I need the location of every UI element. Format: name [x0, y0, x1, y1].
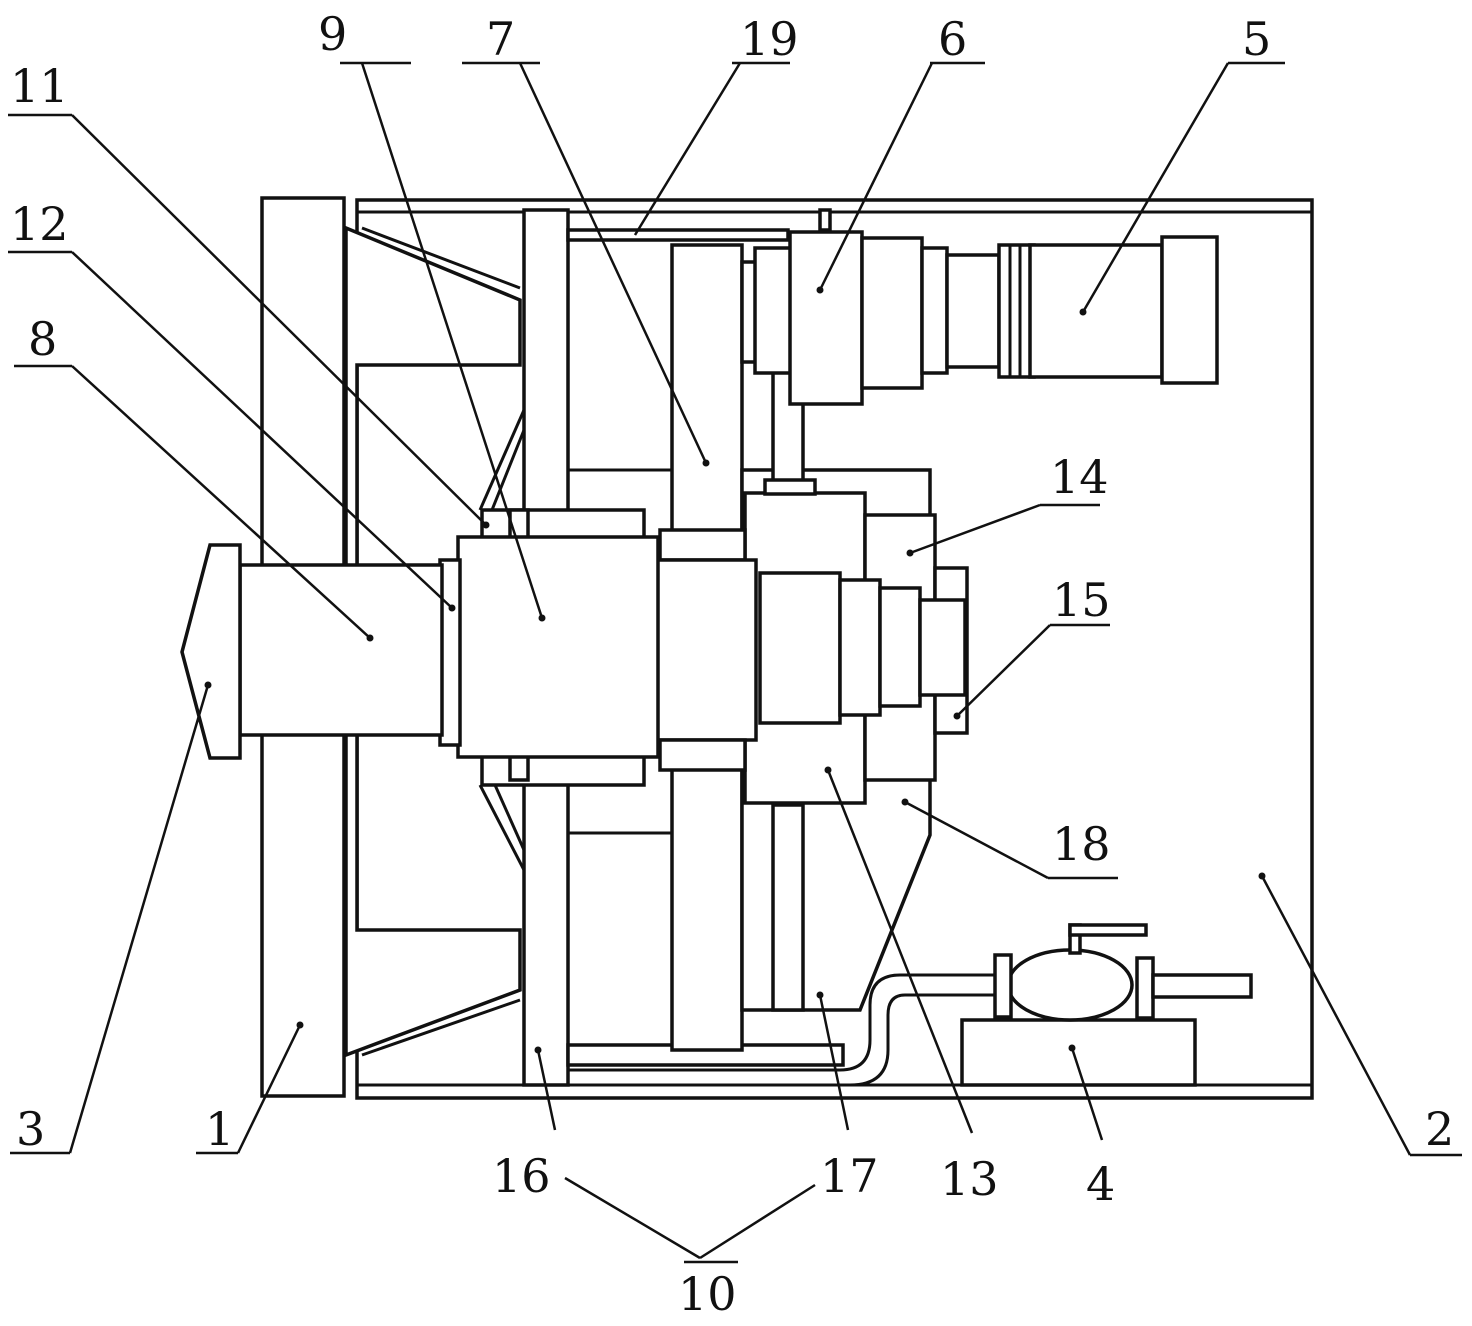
- motor-5: [997, 235, 1219, 385]
- label-15: 15: [1052, 573, 1111, 627]
- label-19: 19: [740, 12, 799, 66]
- label-7: 7: [486, 12, 515, 66]
- label-11: 11: [10, 59, 69, 113]
- stepped-shaft: [758, 571, 967, 725]
- rail-19: [566, 208, 832, 242]
- label-10: 10: [678, 1267, 737, 1321]
- label-13: 13: [940, 1152, 999, 1206]
- label-2: 2: [1425, 1102, 1454, 1156]
- upper-bracket: [344, 225, 522, 1058]
- label-18: 18: [1052, 817, 1111, 871]
- label-16: 16: [492, 1149, 551, 1203]
- nozzle-3: [180, 543, 242, 760]
- label-5: 5: [1242, 12, 1271, 66]
- label-6: 6: [938, 12, 967, 66]
- struts: [478, 409, 526, 871]
- piping: [568, 973, 995, 1087]
- label-8: 8: [28, 312, 57, 366]
- part-labels: 9 7 19 6 5 11 12 8 14 15 18 3 1 2 16 17 …: [10, 7, 1454, 1321]
- label-14: 14: [1050, 450, 1109, 504]
- coupling-assembly: [740, 230, 1001, 406]
- leader-lines: [8, 61, 1462, 1264]
- clamp-body-9: [438, 508, 660, 787]
- label-1: 1: [205, 1102, 234, 1156]
- pump-4: [960, 923, 1253, 1087]
- ring-block: [654, 528, 758, 772]
- label-17: 17: [820, 1149, 879, 1203]
- label-4: 4: [1086, 1157, 1115, 1211]
- label-9: 9: [318, 7, 347, 61]
- shaft-8: [238, 563, 444, 737]
- label-3: 3: [16, 1102, 45, 1156]
- label-12: 12: [10, 197, 69, 251]
